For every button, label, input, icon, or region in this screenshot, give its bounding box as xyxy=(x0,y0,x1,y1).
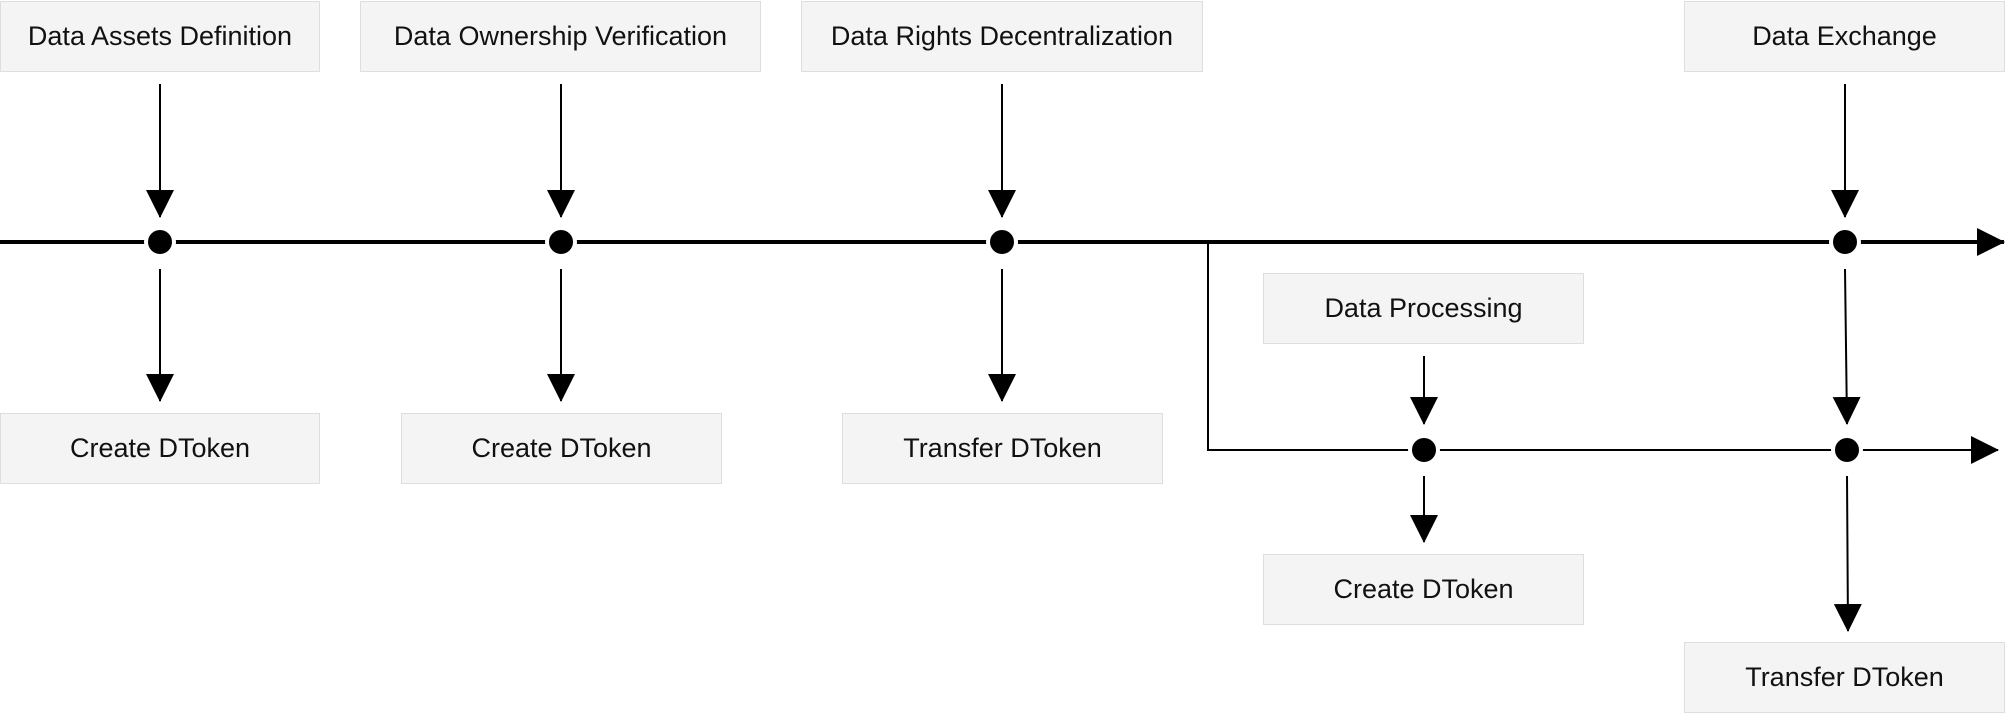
data-rights-decentralization-box: Data Rights Decentralization xyxy=(801,1,1203,72)
arrow-node-to-transfer2 xyxy=(1833,475,1862,632)
data-ownership-verification-box: Data Ownership Verification xyxy=(360,1,761,72)
data-assets-definition-box: Data Assets Definition xyxy=(0,1,320,72)
data-processing-box: Data Processing xyxy=(1263,273,1584,344)
node-branch-exchange xyxy=(1831,434,1863,466)
create-dtoken-box-2: Create DToken xyxy=(401,413,722,484)
create-dtoken-box-1: Create DToken xyxy=(0,413,320,484)
transfer-dtoken-box-2: Transfer DToken xyxy=(1684,642,2005,713)
node-rights xyxy=(986,226,1018,258)
node-exchange xyxy=(1829,226,1861,258)
branch-timeline xyxy=(1207,242,1999,464)
node-ownership xyxy=(545,226,577,258)
node-processing xyxy=(1408,434,1440,466)
node-assets xyxy=(144,226,176,258)
transfer-dtoken-box-1: Transfer DToken xyxy=(842,413,1163,484)
create-dtoken-box-3: Create DToken xyxy=(1263,554,1584,625)
data-exchange-box: Data Exchange xyxy=(1684,1,2005,72)
arrow-exchange-node-to-branch xyxy=(1832,268,1861,425)
